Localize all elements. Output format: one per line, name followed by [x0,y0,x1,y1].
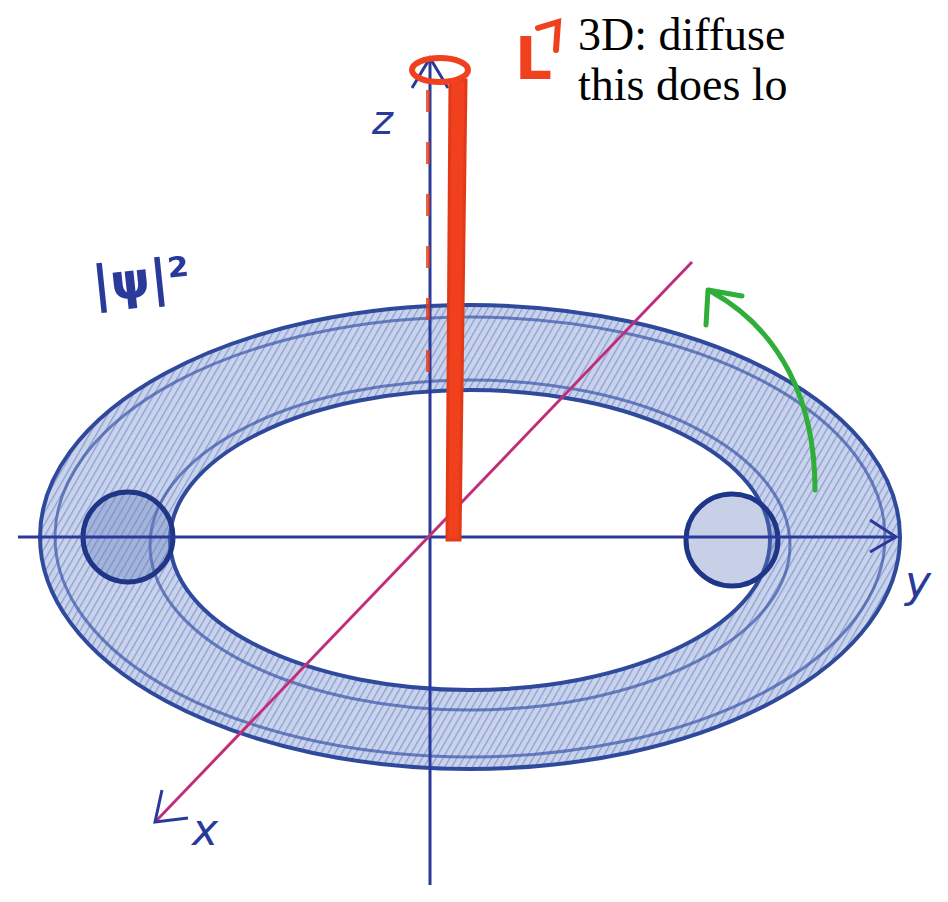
axis-label: z [372,100,393,140]
note-text: this does lo [578,62,788,108]
wavefunction-label: |ψ|² [90,250,193,310]
angular-momentum-vector [447,80,466,540]
axis-arrowhead [870,520,896,552]
vector-tip [412,58,468,82]
note-text: 3D: diffuse [578,12,785,58]
z-axis [429,60,432,885]
vector-label: L [515,30,552,88]
x-axis [157,262,692,820]
torus-outline [150,380,790,710]
axis-label: y [905,560,931,604]
dashed-stroke [426,90,430,400]
cross-section [686,494,778,586]
axis-arrowhead [155,790,188,822]
rotation-arrow [712,292,815,490]
axis-label: x [192,808,218,852]
rotation-arrowhead [706,290,742,325]
x-axis [157,262,692,820]
